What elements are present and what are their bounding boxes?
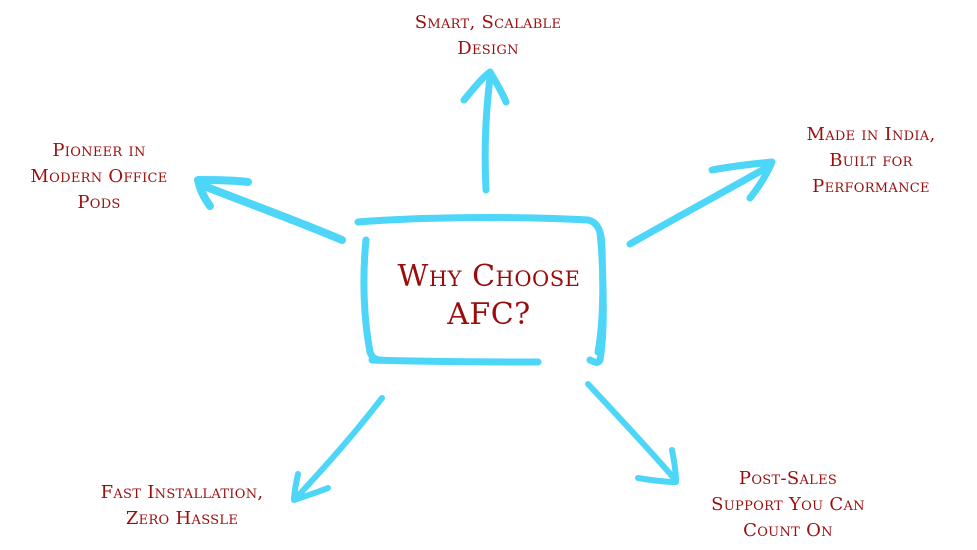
arrow-top-right-head [708,158,776,202]
center-box-left-edge [360,236,384,364]
node-bottom-right-line-1: Post-Sales [738,468,838,489]
center-box-outline [354,214,607,366]
arrow-top-left [200,182,346,244]
arrow-top-head [460,68,510,106]
node-bottom-right-line-2: Support You Can [711,494,865,515]
node-bottom-left-line-2: Zero Hassle [125,508,239,529]
node-top-line-2: Design [457,38,519,59]
node-bottom-right: Post-Sales Support You Can Count On [682,466,894,544]
node-bottom-left: Fast Installation, Zero Hassle [70,480,294,532]
node-top-right-line-2: Built for [829,150,913,171]
arrow-bottom-right-head [635,447,679,485]
center-box-bottom-edge [368,356,542,366]
center-title-line-2: AFC? [447,297,531,332]
node-top-right-line-3: Performance [812,176,930,197]
node-top-right-line-1: Made in India, [806,124,936,145]
center-title: Why Choose AFC? [380,258,598,334]
arrow-top [481,74,494,194]
arrow-top-left-head [194,176,252,210]
node-top-left-line-2: Modern Office [30,166,168,187]
arrow-top-right [626,164,770,248]
node-top-left-line-1: Pioneer in [52,140,146,161]
node-top-left-line-3: Pods [77,192,121,213]
node-top-right: Made in India, Built for Performance [768,122,974,200]
node-bottom-right-line-3: Count On [743,520,833,541]
arrow-bottom-right [585,381,675,479]
center-title-line-1: Why Choose [397,259,581,294]
node-top: Smart, Scalable Design [388,10,588,62]
node-bottom-left-line-1: Fast Installation, [100,482,264,503]
arrow-bottom-left [293,395,385,501]
arrow-bottom-left-head [291,471,331,503]
node-top-left: Pioneer in Modern Office Pods [4,138,194,216]
node-top-line-1: Smart, Scalable [414,12,562,33]
